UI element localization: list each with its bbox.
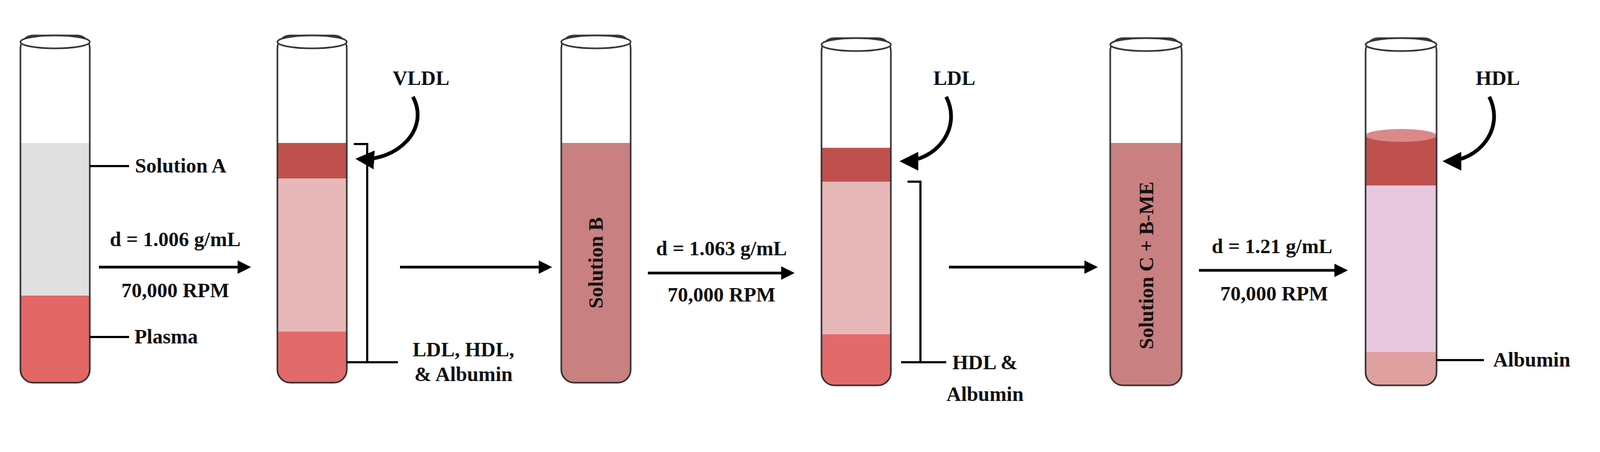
- process-arrow: [98, 267, 1346, 274]
- speed-label: 70,000 RPM: [1220, 281, 1329, 307]
- density-label: d = 1.006 g/mL: [109, 227, 241, 253]
- fraction-label: VLDL: [392, 66, 450, 91]
- fraction-label: HDL: [1475, 66, 1520, 91]
- fraction-label: LDL, HDL, & Albumin: [408, 337, 519, 387]
- tube: [20, 35, 90, 388]
- tube: [821, 38, 891, 389]
- bracket: [346, 144, 947, 363]
- fraction-label: HDL & Albumin: [946, 346, 1024, 411]
- density-label: d = 1.21 g/mL: [1211, 234, 1333, 260]
- tube-label: Solution B: [584, 217, 609, 309]
- solution-tube: Solution C + B-ME: [1110, 145, 1182, 386]
- solution-label: Solution A: [134, 153, 227, 179]
- pointer-arrow: [359, 96, 1495, 162]
- tube: [1365, 38, 1437, 388]
- tube: [1110, 38, 1182, 388]
- solution-tube: Solution B: [561, 143, 631, 383]
- speed-label: 70,000 RPM: [667, 282, 776, 308]
- solution-label: Plasma: [134, 324, 198, 350]
- density-label: d = 1.063 g/mL: [655, 236, 787, 262]
- tube: [277, 35, 347, 386]
- tube: [561, 35, 631, 385]
- leader-lines: [89, 166, 1484, 361]
- fraction-label: LDL: [933, 66, 976, 91]
- tube-label: Solution C + B-ME: [1134, 181, 1159, 350]
- speed-label: 70,000 RPM: [121, 278, 230, 304]
- fraction-label: Albumin: [1493, 347, 1571, 373]
